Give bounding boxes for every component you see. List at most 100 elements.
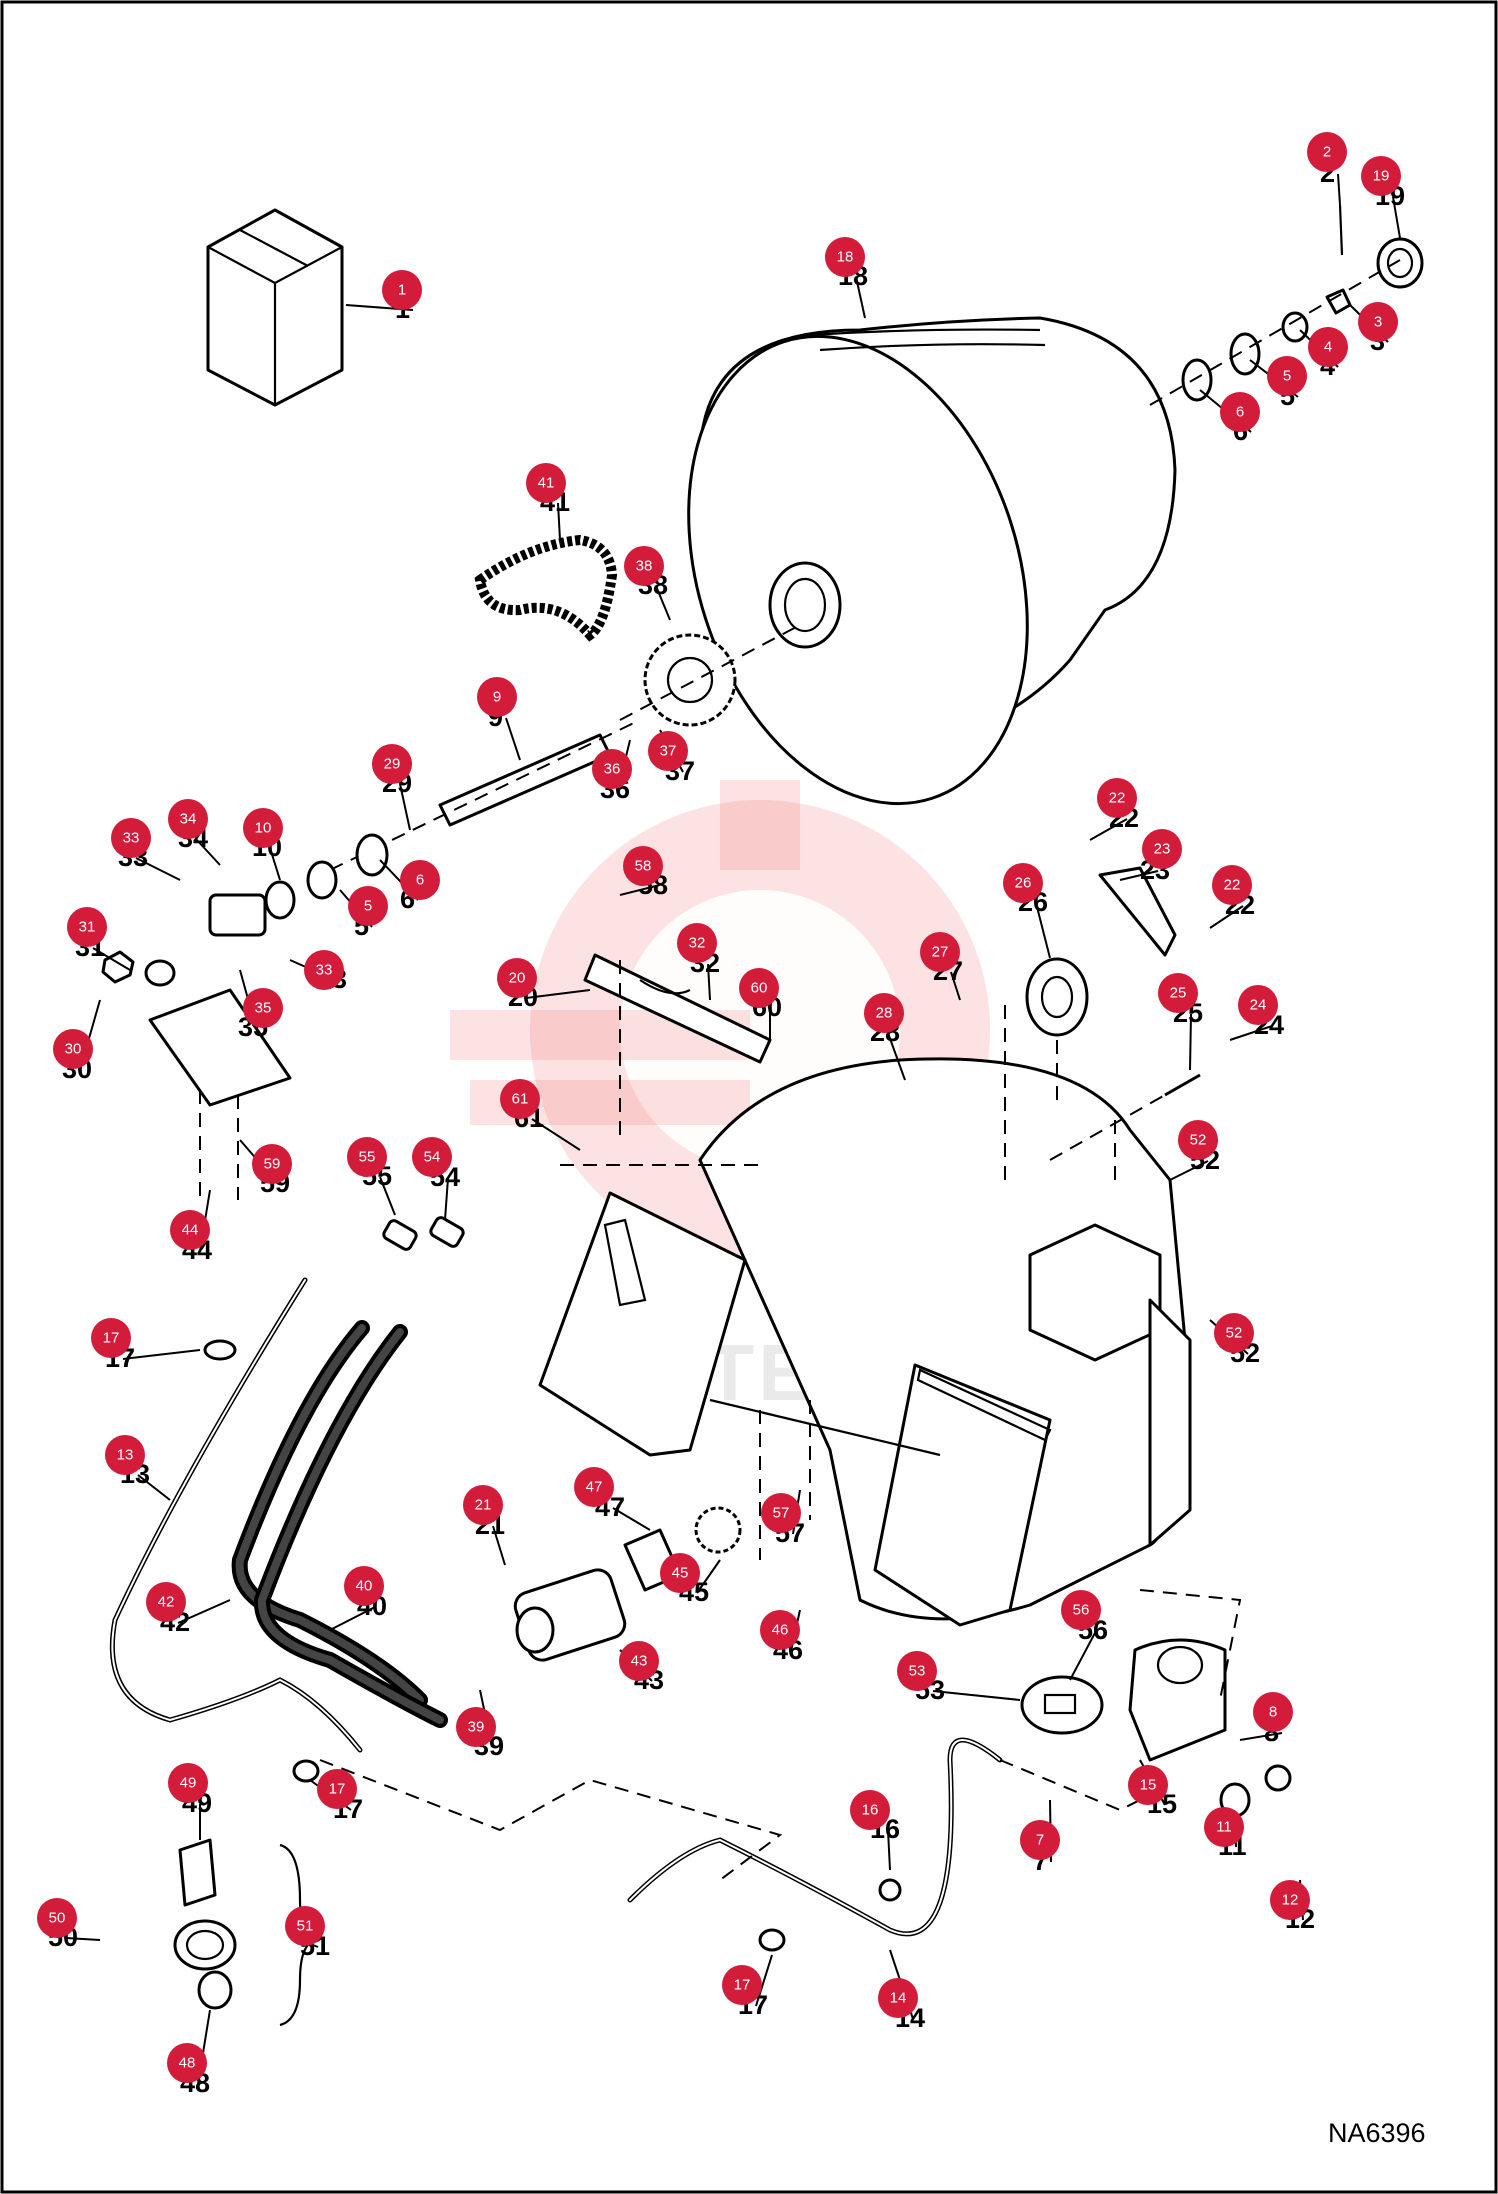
callout-badge xyxy=(243,988,283,1028)
callout-badge-label: 53 xyxy=(909,1663,926,1680)
callout-badge xyxy=(623,846,663,886)
callout-badge-label: 61 xyxy=(512,1091,529,1108)
callout-badge xyxy=(382,270,422,310)
callout-4: 44 xyxy=(1299,327,1348,381)
callout-leader xyxy=(557,502,561,541)
callout-badge-label: 32 xyxy=(689,935,706,952)
callout-badge-label: 2 xyxy=(1323,144,1331,161)
callout-badge xyxy=(67,907,107,947)
callout-badge xyxy=(1220,392,1260,432)
callout-badge-label: 55 xyxy=(359,1149,376,1166)
callout-badge xyxy=(146,1582,186,1622)
callout-badge-label: 17 xyxy=(329,1781,346,1798)
callout-leader xyxy=(135,857,181,881)
callout-badge xyxy=(344,1566,384,1606)
callout-badge xyxy=(1361,156,1401,196)
callout-badge xyxy=(677,923,717,963)
callout-badge-label: 58 xyxy=(635,858,652,875)
callout-leader xyxy=(1119,870,1159,881)
callout-badge xyxy=(648,731,688,771)
callout-leader xyxy=(269,847,281,881)
callout-2: 22 xyxy=(1307,132,1347,206)
callout-leader xyxy=(612,1507,651,1531)
callout-28: 2828 xyxy=(864,993,906,1081)
callout-badge-label: 35 xyxy=(255,1000,272,1017)
callout-7: 77 xyxy=(1020,1799,1060,1876)
callout-8: 88 xyxy=(1239,1692,1293,1747)
callout-badge-label: 59 xyxy=(264,1156,281,1173)
frame-right-arm xyxy=(709,1363,1052,1627)
hose-clamp-assembly xyxy=(173,1838,319,2027)
frame-left-arm xyxy=(538,1191,747,1457)
callout-badge-label: 17 xyxy=(103,1330,120,1347)
callout-badge-label: 60 xyxy=(751,980,768,997)
callout-leader xyxy=(379,1176,396,1216)
callout-badge-label: 33 xyxy=(316,962,333,979)
callout-badge xyxy=(347,1137,387,1177)
mixer-housing xyxy=(698,1057,1192,1621)
callout-badge-label: 56 xyxy=(1073,1602,1090,1619)
callout-badge xyxy=(463,1485,503,1525)
callout-badge-label: 1 xyxy=(398,282,406,299)
callout-leader xyxy=(444,1177,449,1221)
callout-leader xyxy=(1089,818,1128,841)
callout-badge-label: 22 xyxy=(1109,790,1126,807)
callout-badge-label: 30 xyxy=(65,1041,82,1058)
callout-badge-label: 26 xyxy=(1015,875,1032,892)
callout-badge-label: 23 xyxy=(1154,841,1171,858)
callout-badge xyxy=(1212,865,1252,905)
callout-leader xyxy=(1239,1732,1283,1741)
callout-leader xyxy=(531,1118,581,1151)
callout-badge-label: 42 xyxy=(158,1594,175,1611)
callout-badge xyxy=(53,1029,93,1069)
callout-leader xyxy=(1209,905,1244,929)
callout-badge xyxy=(739,968,779,1008)
callout-badge xyxy=(1358,302,1398,342)
callout-badge-label: 43 xyxy=(631,1653,648,1670)
callout-leader xyxy=(1035,902,1051,959)
callout-leader xyxy=(1169,1160,1209,1181)
callout-badge-label: 13 xyxy=(117,1447,134,1464)
callout-badge-label: 31 xyxy=(79,919,96,936)
drawing-code: NA6396 xyxy=(1328,2118,1426,2148)
callout-badge-label: 6 xyxy=(416,872,424,889)
callout-leader xyxy=(887,1032,906,1081)
callout-badge-label: 52 xyxy=(1190,1132,1207,1149)
callout-leader xyxy=(855,276,866,319)
callout-badge xyxy=(170,1210,210,1250)
callout-leader xyxy=(177,1599,231,1624)
callout-leader xyxy=(92,947,131,971)
callout-badge-label: 57 xyxy=(773,1505,790,1522)
bracket-23 xyxy=(1098,866,1177,957)
callout-badge xyxy=(167,2043,207,2083)
callout-badge xyxy=(1003,863,1043,903)
callout-badge xyxy=(168,799,208,839)
callout-leader xyxy=(655,585,671,621)
callout-badge xyxy=(372,744,412,784)
callout-badge xyxy=(1308,327,1348,367)
callout-badge xyxy=(850,1790,890,1830)
callout-badge xyxy=(168,1763,208,1803)
callout-badge-label: 14 xyxy=(890,1990,907,2007)
left-bearing-stack xyxy=(101,833,389,1107)
callout-badge-label: 28 xyxy=(876,1005,893,1022)
assembly-lines xyxy=(199,1000,1242,1881)
